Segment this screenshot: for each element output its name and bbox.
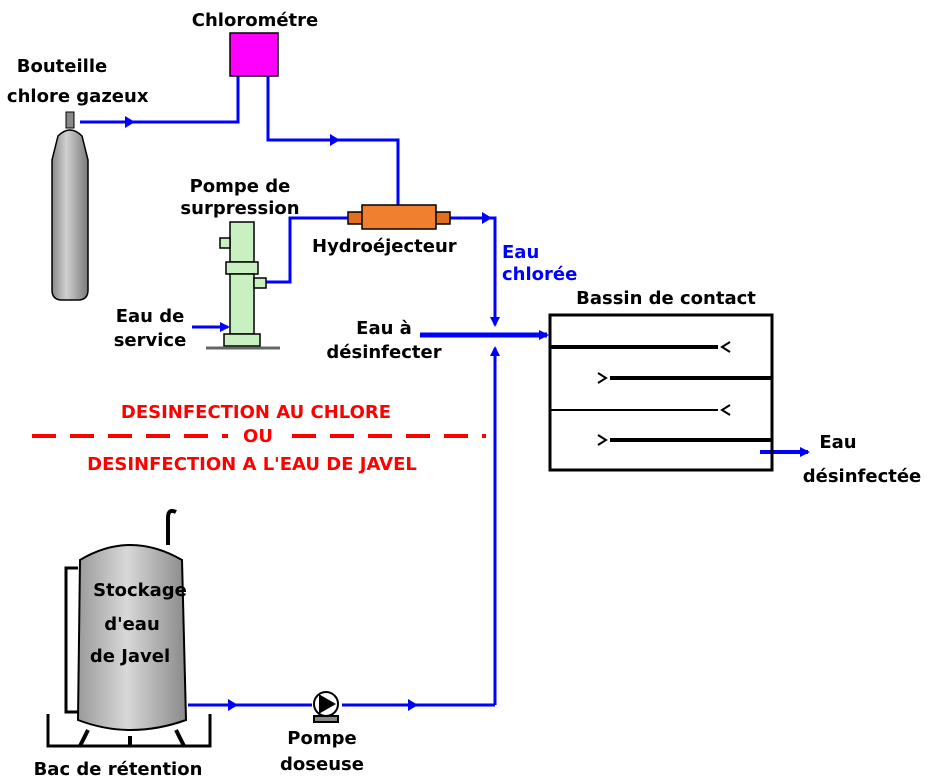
chlorine-bottle bbox=[51, 111, 89, 301]
stockage-label-3: de Javel bbox=[90, 646, 170, 667]
eau-desinfectee-label-1: Eau bbox=[819, 432, 856, 453]
hydroejector bbox=[347, 204, 451, 230]
pompe-doseuse-label-2: doseuse bbox=[280, 754, 364, 775]
pipe-eau-chloree bbox=[450, 216, 500, 327]
eau-desinfecter-label-1: Eau à bbox=[356, 318, 412, 339]
pompe-surpression-label-2: surpression bbox=[180, 198, 299, 219]
bouteille-label-1: Bouteille bbox=[17, 56, 107, 77]
bouteille-label-2: de chlore gazeux bbox=[0, 86, 149, 107]
flow-arrows bbox=[125, 116, 492, 711]
separator-line-2: OU bbox=[243, 426, 273, 447]
eau-chloree-label-2: chlorée bbox=[502, 264, 577, 285]
stockage-label-2: d'eau bbox=[104, 614, 160, 635]
hydroejecteur-label: Hydroéjecteur bbox=[312, 236, 457, 257]
eau-service-label-2: service bbox=[114, 330, 187, 351]
eau-desinfectee-label-2: désinfectée bbox=[803, 466, 922, 487]
flow-arrow-2 bbox=[330, 134, 340, 146]
javel-tank bbox=[46, 508, 212, 748]
separator-line-3: DESINFECTION A L'EAU DE JAVEL bbox=[87, 454, 417, 475]
chlorometer-box bbox=[229, 32, 279, 77]
eau-desinfecter-label-2: désinfecter bbox=[326, 342, 441, 363]
pompe-doseuse-label-1: Pompe bbox=[287, 728, 356, 749]
separator-line-1: DESINFECTION AU CHLORE bbox=[121, 402, 391, 423]
flow-arrow-5 bbox=[482, 212, 492, 224]
pipe-pump-to-hydroejector bbox=[265, 216, 348, 284]
contact-basin bbox=[548, 313, 774, 472]
dosing-pump bbox=[313, 691, 339, 723]
pipe-network bbox=[80, 76, 810, 707]
bassin-contact-label: Bassin de contact bbox=[576, 288, 756, 309]
stockage-label-1: Stockage bbox=[93, 580, 187, 601]
flow-arrow-3 bbox=[228, 699, 238, 711]
eau-service-label-1: Eau de bbox=[116, 306, 185, 327]
bac-retention-label: Bac de rétention bbox=[34, 759, 203, 780]
pompe-surpression-label-1: Pompe de bbox=[190, 176, 291, 197]
chlorometre-label: Chlorométre bbox=[192, 10, 318, 31]
flow-arrow-4 bbox=[408, 699, 418, 711]
flow-arrow-1 bbox=[125, 116, 135, 128]
eau-chloree-label-1: Eau bbox=[502, 242, 539, 263]
booster-pump bbox=[206, 221, 280, 350]
